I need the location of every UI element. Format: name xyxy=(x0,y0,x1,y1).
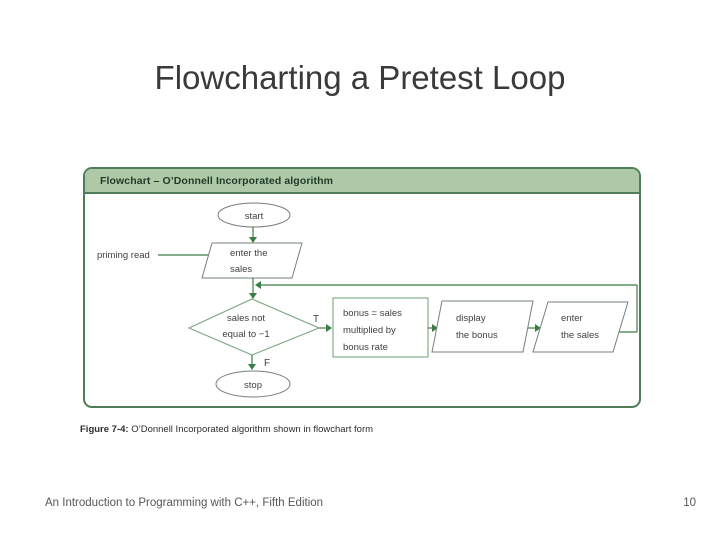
arrowhead-process-to-output xyxy=(432,324,438,332)
priming-read-label: priming read xyxy=(97,250,150,261)
output-parallelogram-shape xyxy=(431,300,534,353)
input2-parallelogram-shape xyxy=(532,301,629,353)
decision-label-line2: equal to −1 xyxy=(222,329,269,340)
stop-terminal-label: stop xyxy=(244,380,262,391)
process-rectangle-shape xyxy=(332,297,429,358)
arrowhead-input-to-decision xyxy=(249,293,257,299)
input1-parallelogram-shape xyxy=(201,242,303,279)
page-number: 10 xyxy=(683,497,696,509)
output-label-line2: the bonus xyxy=(456,330,498,341)
arrowhead-loopback xyxy=(255,281,261,289)
decision-diamond-shape xyxy=(187,298,321,356)
input1-label-line1: enter the xyxy=(230,248,268,259)
slide-title: Flowcharting a Pretest Loop xyxy=(154,59,566,96)
output-label-line1: display xyxy=(456,313,486,324)
process-label-line3: bonus rate xyxy=(343,342,388,353)
figure-box: Flowchart – O’Donnell Incorporated algor… xyxy=(83,167,641,408)
figure-caption-text: O’Donnell Incorporated algorithm shown i… xyxy=(131,424,374,435)
decision-label-line1: sales not xyxy=(227,313,265,324)
figure-caption-label: Figure 7-4: xyxy=(80,424,129,435)
figure-caption: Figure 7-4: O’Donnell Incorporated algor… xyxy=(80,424,373,435)
figure-header: Flowchart – O’Donnell Incorporated algor… xyxy=(85,169,639,194)
footer-book-title: An Introduction to Programming with C++,… xyxy=(45,497,324,509)
false-branch-label: F xyxy=(264,358,270,369)
process-label-line2: multiplied by xyxy=(343,325,396,336)
arrowhead-output-to-input2 xyxy=(535,324,541,332)
process-label-line1: bonus = sales xyxy=(343,308,402,319)
input2-label-line2: the sales xyxy=(561,330,599,341)
start-terminal-shape xyxy=(217,202,291,228)
flowchart-diagram: start priming read enter the sales sales… xyxy=(97,202,638,398)
figure-header-label: Flowchart – O’Donnell Incorporated algor… xyxy=(100,174,334,187)
input1-label-line2: sales xyxy=(230,264,252,275)
start-terminal-label: start xyxy=(245,211,264,222)
input2-label-line1: enter xyxy=(561,313,583,324)
arrowhead-decision-to-stop xyxy=(248,364,256,370)
true-branch-label: T xyxy=(313,314,319,325)
stop-terminal-shape xyxy=(215,370,291,398)
arrowhead-decision-to-process xyxy=(326,324,332,332)
arrowhead-start-to-input xyxy=(249,237,257,243)
